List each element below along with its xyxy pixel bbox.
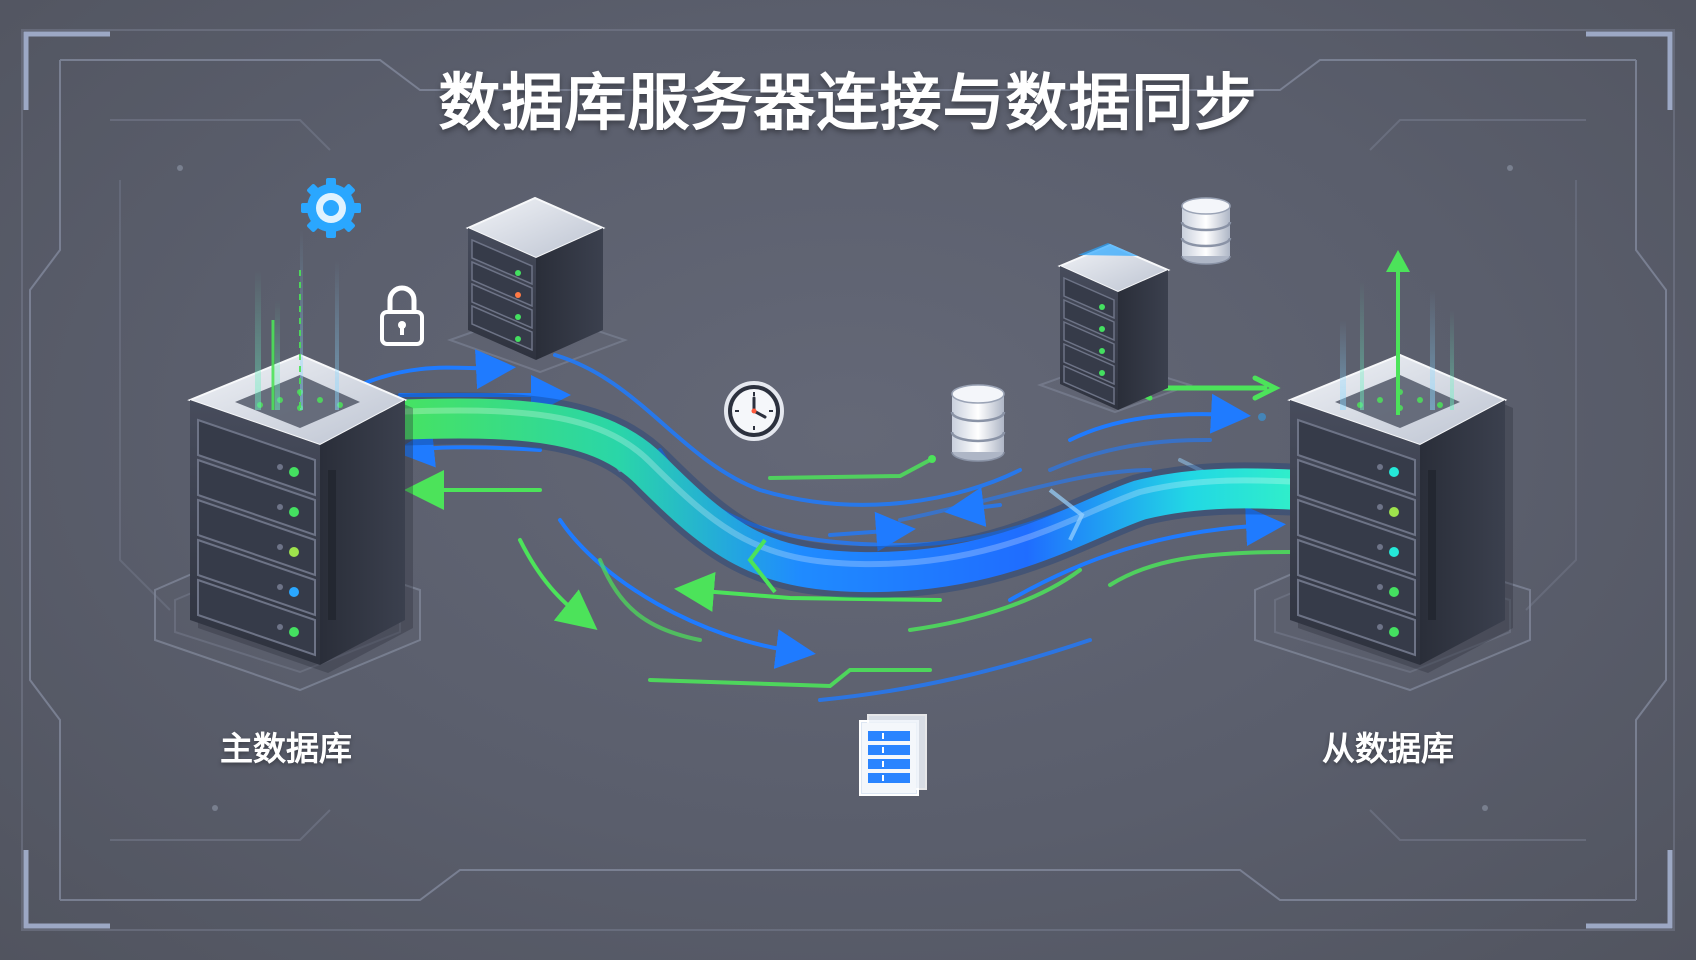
primary-server-beams: [255, 230, 339, 410]
replica-server-drive-bays: [1297, 418, 1416, 657]
replica-server-beams: [1340, 280, 1454, 410]
primary-database-label: 主数据库: [220, 729, 352, 768]
gear-icon: [301, 178, 361, 238]
upload-arrow-icon: [1386, 250, 1410, 415]
flow-lines: [358, 349, 1292, 702]
diagram-title: 数据库服务器连接与数据同步: [438, 66, 1258, 139]
auxiliary-server-right: [1057, 243, 1171, 410]
main-sync-flow: [364, 392, 1326, 599]
replica-database-label: 从数据库: [1322, 729, 1454, 768]
ambient-dots: [177, 165, 1513, 811]
primary-database-server: [187, 230, 413, 673]
frame-corners: [23, 31, 1673, 929]
document-icon: [859, 714, 927, 796]
circuit-frame: [21, 29, 1675, 931]
database-icon: [1180, 197, 1232, 265]
replica-database-server: [1287, 250, 1513, 673]
database-icon: [950, 384, 1006, 462]
lock-icon: [380, 285, 424, 346]
auxiliary-server-left: [465, 196, 606, 360]
clock-icon: [724, 381, 784, 441]
primary-server-drive-bays: [197, 418, 316, 657]
